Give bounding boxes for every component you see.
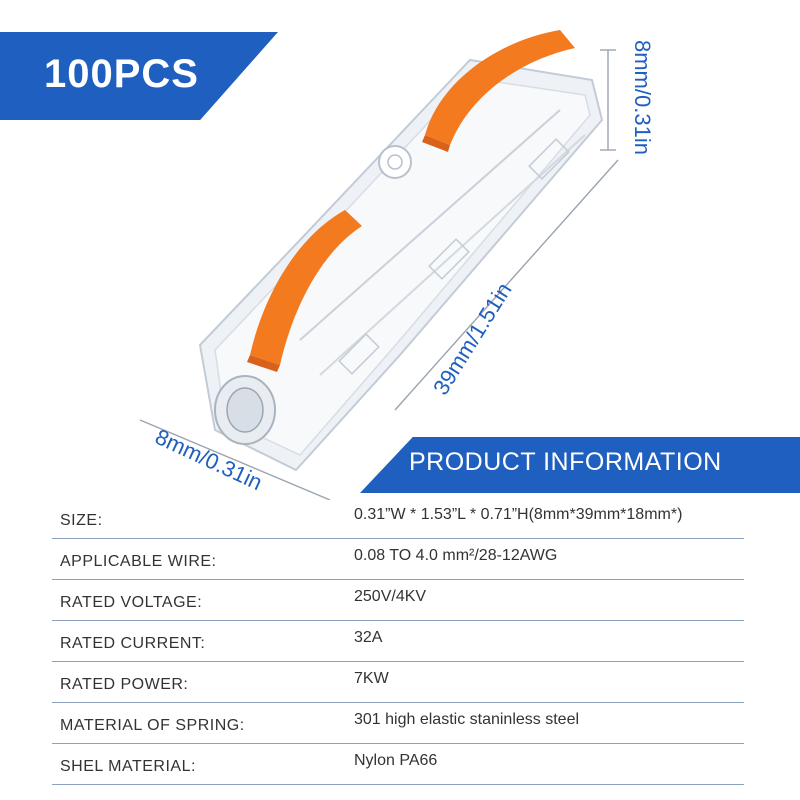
- spec-value: 7KW: [354, 670, 389, 687]
- spec-label: RATED CURRENT:: [60, 635, 206, 652]
- spec-value: 0.08 TO 4.0 mm²/28-12AWG: [354, 547, 558, 564]
- connector-illustration: [139, 30, 619, 500]
- height-dimension-label: 8mm/0.31in: [630, 40, 655, 155]
- orange-lever: [422, 30, 575, 152]
- spec-value: 250V/4KV: [354, 588, 427, 605]
- spec-row: MATERIAL OF SPRING: 301 high elastic sta…: [52, 703, 744, 744]
- spec-table: SIZE: 0.31”W * 1.53”L * 0.71”H(8mm*39mm*…: [52, 498, 744, 785]
- spec-label: RATED VOLTAGE:: [60, 594, 203, 611]
- product-info-header: [360, 437, 800, 493]
- spec-label: APPLICABLE WIRE:: [60, 553, 217, 570]
- spec-value: 301 high elastic staninless steel: [354, 711, 580, 728]
- spec-label: SIZE:: [60, 512, 103, 529]
- spec-value: 0.31”W * 1.53”L * 0.71”H(8mm*39mm*18mm*): [354, 506, 683, 523]
- connector-body: [198, 58, 604, 472]
- spec-label: SHEL MATERIAL:: [60, 758, 196, 775]
- dimension-lines: [139, 49, 619, 500]
- spec-row: RATED VOLTAGE: 250V/4KV: [52, 580, 744, 621]
- spec-label: RATED POWER:: [60, 676, 189, 693]
- orange-lever: [247, 210, 362, 372]
- quantity-badge-text: 100PCS: [44, 52, 199, 96]
- spec-row: SHEL MATERIAL: Nylon PA66: [52, 744, 744, 785]
- spec-label: MATERIAL OF SPRING:: [60, 717, 245, 734]
- spec-value: Nylon PA66: [354, 752, 438, 769]
- spec-row: RATED POWER: 7KW: [52, 662, 744, 703]
- spec-row: SIZE: 0.31”W * 1.53”L * 0.71”H(8mm*39mm*…: [52, 498, 744, 539]
- product-info-title: PRODUCT INFORMATION: [409, 448, 722, 476]
- spec-value: 32A: [354, 629, 383, 646]
- spec-row: APPLICABLE WIRE: 0.08 TO 4.0 mm²/28-12AW…: [52, 539, 744, 580]
- spec-row: RATED CURRENT: 32A: [52, 621, 744, 662]
